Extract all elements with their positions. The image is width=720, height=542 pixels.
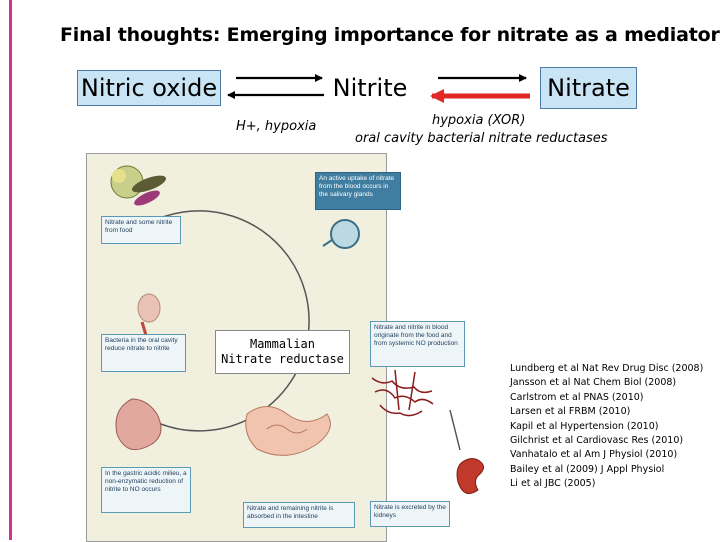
reference-item: Larsen et al FRBM (2010)	[510, 406, 631, 418]
caption-oral-bacteria: Bacteria in the oral cavity reduce nitra…	[101, 334, 186, 372]
intestine-icon	[245, 406, 331, 456]
nitrite-label: Nitrite	[332, 74, 408, 102]
caption-food: Nitrate and some nitrite from food	[101, 216, 181, 244]
reference-item: Gilchrist et al Cardiovasc Res (2010)	[510, 435, 684, 447]
caption-gastric: In the gastric acidic milieu, a non-enzy…	[101, 467, 191, 513]
stomach-icon	[115, 398, 162, 451]
reference-item: Vanhatalo et al Am J Physiol (2010)	[510, 449, 678, 461]
accent-bar	[9, 0, 12, 540]
references-list: Lundberg et al Nat Rev Drug Disc (2008) …	[510, 362, 703, 492]
caption-intestine: Nitrate and remaining nitrite is absorbe…	[243, 502, 355, 528]
mammalian-line-2: Nitrate reductase	[221, 352, 344, 366]
vegetables-icon	[110, 165, 167, 206]
reference-item: Kapil et al Hypertension (2010)	[510, 420, 659, 432]
blood-vessels-network-icon	[371, 369, 434, 417]
reference-item: Carlstrom et al PNAS (2010)	[510, 391, 644, 403]
label-oral-bacteria: oral cavity bacterial nitrate reductases	[355, 131, 608, 146]
mammalian-line-1: Mammalian	[249, 337, 316, 351]
label-h-hypoxia: H+, hypoxia	[236, 119, 317, 134]
reference-item: Bailey et al (2009) J Appl Physiol	[510, 463, 665, 475]
nitric-oxide-box: Nitric oxide	[77, 70, 221, 106]
mammalian-nitrate-reductase-box: Mammalian Nitrate reductase	[215, 330, 350, 374]
reference-item: Li et al JBC (2005)	[510, 478, 596, 490]
caption-salivary-uptake: An active uptake of nitrate from the blo…	[315, 172, 401, 210]
vessel-arrow	[449, 409, 461, 451]
reference-item: Lundberg et al Nat Rev Drug Disc (2008)	[510, 363, 704, 374]
label-hypoxia-xor: hypoxia (XOR)	[432, 113, 526, 128]
slide-title: Final thoughts: Emerging importance for …	[60, 24, 720, 46]
nitrate-box: Nitrate	[540, 67, 637, 109]
kidney-icon-outer	[456, 458, 484, 495]
caption-kidney: Nitrate is excreted by the kidneys	[370, 501, 450, 527]
caption-blood-origin: Nitrate and nitrite in blood originate f…	[370, 321, 465, 367]
reference-item: Jansson et al Nat Chem Biol (2008)	[510, 377, 677, 389]
salivary-gland-icon	[322, 219, 360, 249]
